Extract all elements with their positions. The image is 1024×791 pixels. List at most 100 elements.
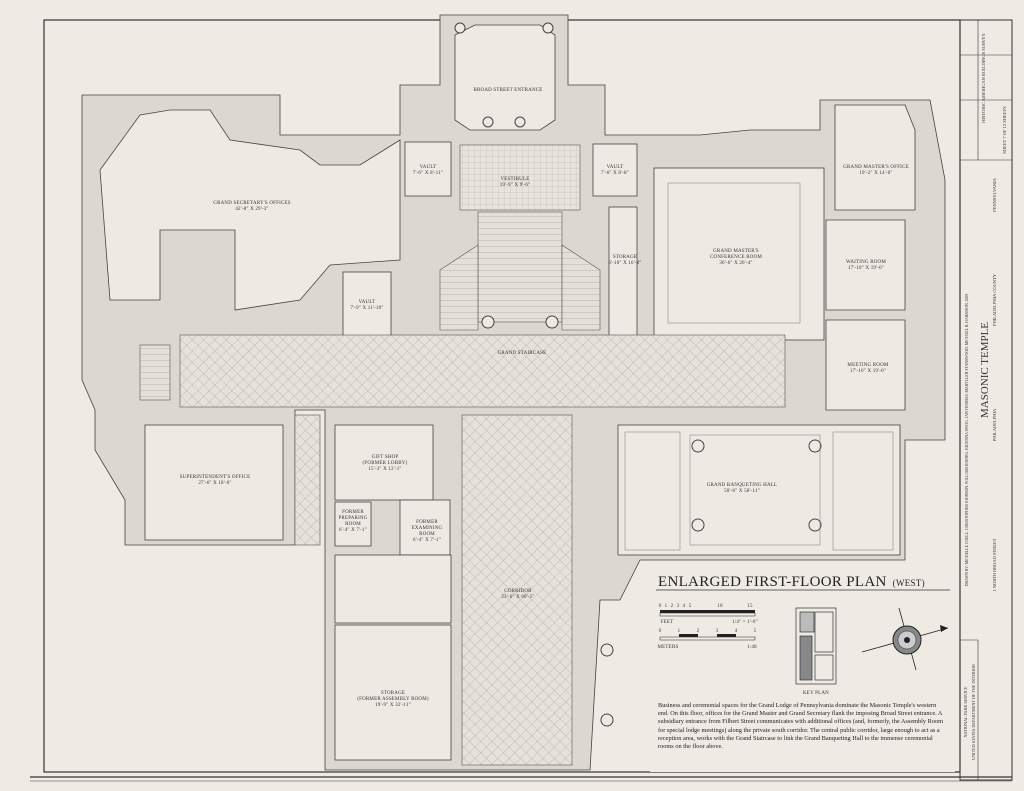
storage-assembly-room <box>334 624 452 761</box>
banqueting-hall-size: 50'-6" X 58'-11" <box>724 489 760 494</box>
broad-street-entrance-room <box>454 24 556 131</box>
graphic-scale-feet: 0 1 2 3 4 5 10 15 FEET 1/4" = 1'-0" <box>659 604 758 625</box>
banqueting-hall-label: GRAND BANQUETING HALL <box>707 483 778 488</box>
grand-staircase-label: GRAND STAIRCASE <box>498 351 547 356</box>
state: PENNSYLVANIA <box>992 177 997 212</box>
examining-room-label-1: FORMER <box>416 520 438 525</box>
storage-assembly-label-1: STORAGE <box>381 691 405 696</box>
scale-tick: 4 <box>683 604 686 609</box>
vault-nw-size: 7'-6" X 8'-11" <box>413 171 443 176</box>
scale-feet-label: FEET <box>661 620 674 625</box>
waiting-room <box>825 219 906 311</box>
scale-feet-ratio: 1/4" = 1'-0" <box>732 620 758 625</box>
preparing-room-size: 6'-4" X 7'-1" <box>339 528 367 533</box>
vault-ne-size: 7'-6" X 8'-8" <box>601 171 629 176</box>
scale-tick: 4 <box>735 629 738 634</box>
vestibule-size: 19'-9" X 9'-6" <box>500 183 531 188</box>
scale-tick: 0 <box>659 629 662 634</box>
columns <box>454 22 822 727</box>
side-passage-floor <box>294 414 321 546</box>
scale-tick: 15 <box>747 604 753 609</box>
agency: NATIONAL PARK SERVICE <box>963 686 968 737</box>
examining-room-label-3: ROOM <box>419 532 435 537</box>
storage-north-size: 6'-10" X 16'-8" <box>608 261 641 266</box>
preparing-room <box>334 501 372 547</box>
conference-size: 30'-6" X 26'-4" <box>719 261 752 266</box>
vault-nw-room <box>404 141 452 197</box>
building-name: MASONIC TEMPLE <box>979 322 991 418</box>
scale-tick: 5 <box>754 629 757 634</box>
scale-tick: 2 <box>671 604 674 609</box>
storage-north-room <box>608 206 638 358</box>
graphic-scale-meters: 0 1 2 3 4 5 METERS 1:48 <box>658 629 757 650</box>
city: PHILADELPHIA <box>992 408 997 441</box>
waiting-room-size: 17'-10" X 19'-0" <box>848 266 884 271</box>
storage-north-label: STORAGE <box>613 255 637 260</box>
superintendent-size: 27'-6" X 18'-6" <box>198 481 231 486</box>
grand-master-office-room <box>834 104 916 211</box>
broad-street-entrance-label: BROAD STREET ENTRANCE <box>473 88 542 93</box>
gift-shop-room <box>334 424 434 501</box>
interior-lines <box>624 182 894 551</box>
storage-assembly-label-2: (FORMER ASSEMBLY ROOM) <box>357 697 429 702</box>
grand-master-office-label: GRAND MASTER'S OFFICE <box>843 165 909 170</box>
drawn-by: DRAWN BY: MICHELLE COELL, CHRISTOPHER JO… <box>965 294 970 587</box>
hatched-floors <box>139 144 786 766</box>
gift-shop-size: 15'-3" X 12'-1" <box>368 467 401 472</box>
grand-secretary-room <box>99 109 401 311</box>
vault-w-size: 7'-9" X 11'-10" <box>350 306 383 311</box>
grand-secretary-label: GRAND SECRETARY'S OFFICES <box>213 201 290 206</box>
preparing-room-label-1: FORMER <box>342 510 364 515</box>
department: UNITED STATES DEPARTMENT OF THE INTERIOR <box>971 664 976 760</box>
sheet-number: SHEET 7 OF 12 SHEETS <box>1002 106 1007 154</box>
corridor-floor <box>461 414 573 766</box>
vault-w-room <box>342 271 392 341</box>
vault-ne-room <box>592 143 638 197</box>
vault-ne-label: VAULT <box>607 165 624 170</box>
conference-room <box>653 167 825 341</box>
grand-stair-upper <box>477 211 563 323</box>
plan-title-main: ENLARGED FIRST-FLOOR PLAN <box>658 574 887 590</box>
preparing-room-label-2: PREPARING <box>338 516 367 521</box>
scale-tick: 10 <box>717 604 723 609</box>
compass-rose-icon <box>861 607 949 671</box>
grand-secretary-size: 42'-8" X 29'-3" <box>235 207 268 212</box>
gift-shop-label-1: GIFT SHOP <box>372 455 399 460</box>
scale-meters-ratio: 1:48 <box>747 645 757 650</box>
corridor-size: 23'-6" X 60'-5" <box>501 595 534 600</box>
grand-master-office-size: 19'-2" X 14'-0" <box>859 171 892 176</box>
former-assembly-annex <box>334 554 452 624</box>
vault-w-label: VAULT <box>359 300 376 305</box>
conference-label-2: CONFERENCE ROOM <box>710 255 762 260</box>
scale-tick: 1 <box>678 629 681 634</box>
address: 1 NORTH BROAD STREET <box>992 538 997 591</box>
conference-label-1: GRAND MASTER'S <box>713 249 759 254</box>
corridor-label: CORRIDOR <box>504 589 532 594</box>
survey-label: HISTORIC AMERICAN BUILDINGS SURVEY <box>981 32 986 122</box>
superintendent-room <box>144 424 284 541</box>
key-plan-label: KEY PLAN <box>803 691 829 696</box>
plan-description: Business and ceremonial spaces for the G… <box>658 702 944 751</box>
superintendent-label: SUPERINTENDENT'S OFFICE <box>180 475 251 480</box>
examining-room <box>399 499 451 556</box>
grand-stair-left <box>439 244 479 331</box>
key-plan: KEY PLAN <box>795 607 837 696</box>
room-labels: BROAD STREET ENTRANCE VESTIBULE 19'-9" X… <box>180 88 909 708</box>
scale-tick: 5 <box>689 604 692 609</box>
meeting-room-label: MEETING ROOM <box>847 363 889 368</box>
west-stair <box>139 344 171 401</box>
room-floors <box>99 24 916 761</box>
plan-title: ENLARGED FIRST-FLOOR PLAN(WEST) <box>658 574 925 591</box>
county: PHILADELPHIA COUNTY <box>992 273 997 326</box>
meeting-room <box>825 319 906 411</box>
scale-meters-label: METERS <box>658 645 679 650</box>
scale-tick: 1 <box>665 604 668 609</box>
grand-stair-right <box>561 244 601 331</box>
cross-corridor-floor <box>179 334 786 408</box>
vestibule-label: VESTIBULE <box>500 177 529 182</box>
waiting-room-label: WAITING ROOM <box>846 260 886 265</box>
scale-tick: 3 <box>716 629 719 634</box>
scale-tick: 0 <box>659 604 662 609</box>
preparing-room-label-3: ROOM <box>345 522 361 527</box>
